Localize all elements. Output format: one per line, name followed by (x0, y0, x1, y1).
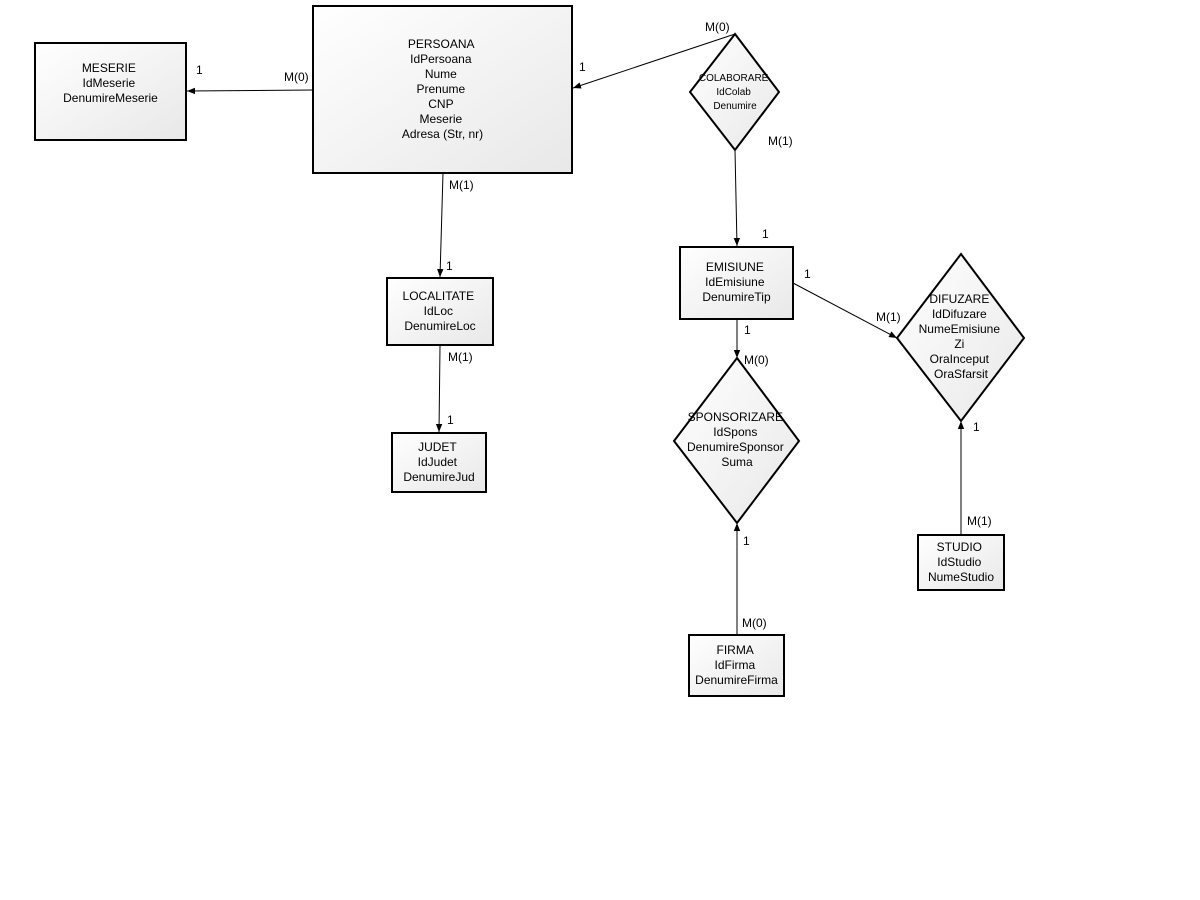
svg-text:PERSOANA IdPersoana: PERSOANA IdPersoana Nume Prenume CNP Mes… (402, 37, 483, 141)
relationship-sponsorizare[interactable]: SPONSORIZARE IdSpons DenumireSponsor Sum… (672, 356, 801, 525)
edge-colaborare-persoana (572, 33, 736, 89)
relationship-attribute: IdColab (716, 87, 751, 98)
entity-title: PERSOANA (408, 37, 475, 51)
relationship-title: COLABORARE (699, 73, 769, 84)
cardinality-label: M(1) (876, 310, 901, 324)
relationship-attribute: OraInceput (930, 352, 990, 366)
relationship-attribute: NumeEmisiune (919, 322, 1001, 336)
relationship-colaborare[interactable]: COLABORARE IdColab Denumire (688, 32, 781, 152)
relationship-attribute: DenumireSponsor (687, 440, 784, 454)
entity-localitate[interactable]: LOCALITATE IdLoc DenumireLoc (386, 277, 494, 346)
relationship-attribute: Zi (954, 337, 964, 351)
cardinality-label: M(1) (967, 514, 992, 528)
svg-text:JUDET IdJudet Denu: JUDET IdJudet DenumireJud (403, 440, 474, 484)
entity-title: JUDET (418, 440, 457, 454)
entity-attribute: NumeStudio (928, 570, 994, 584)
relationship-attribute: Denumire (713, 101, 757, 112)
entity-judet[interactable]: JUDET IdJudet DenumireJud (391, 432, 487, 493)
entity-persoana[interactable]: PERSOANA IdPersoana Nume Prenume CNP Mes… (312, 5, 573, 174)
cardinality-label: M(0) (705, 20, 730, 34)
edge-persoana-meserie (186, 87, 314, 95)
edge-colaborare-emisiune (733, 149, 741, 247)
relationship-title: SPONSORIZARE (688, 410, 783, 424)
relationship-attribute: Suma (721, 455, 753, 469)
entity-meserie[interactable]: MESERIE IdMeserie DenumireMeserie (34, 42, 187, 141)
entity-attribute: IdLoc (424, 304, 453, 318)
cardinality-label: M(0) (742, 616, 767, 630)
entity-attribute: Adresa (Str, nr) (402, 127, 483, 141)
entity-attribute: DenumireFirma (695, 673, 778, 687)
entity-firma[interactable]: FIRMA IdFirma DenumireFirma (688, 634, 785, 697)
cardinality-label: 1 (579, 60, 586, 74)
cardinality-label: 1 (744, 323, 751, 337)
cardinality-label: M(1) (768, 134, 793, 148)
cardinality-label: 1 (196, 63, 203, 77)
svg-text:EMISIUNE IdEmisiune: EMISIUNE IdEmisiune DenumireTip (702, 260, 771, 304)
cardinality-label: 1 (973, 420, 980, 434)
svg-text:LOCALITATE IdLoc D: LOCALITATE IdLoc DenumireLoc (403, 289, 478, 333)
entity-attribute: IdMeserie (82, 76, 135, 90)
relationship-title: DIFUZARE (929, 292, 989, 306)
cardinality-label: 1 (447, 413, 454, 427)
entity-attribute: CNP (428, 97, 453, 111)
entity-attribute: Nume (425, 67, 457, 81)
cardinality-label: M(0) (744, 353, 769, 367)
edge-persoana-localitate (437, 172, 444, 278)
cardinality-label: 1 (446, 259, 453, 273)
entity-attribute: DenumireJud (403, 470, 474, 484)
entity-attribute: IdJudet (418, 455, 458, 469)
cardinality-label: M(1) (448, 350, 473, 364)
entity-attribute: DenumireLoc (404, 319, 475, 333)
cardinality-label: M(1) (449, 178, 474, 192)
entity-attribute: Meserie (419, 112, 462, 126)
edge-emisiune-difuzare (792, 282, 898, 339)
entity-attribute: IdFirma (714, 658, 755, 672)
edge-localitate-judet (435, 345, 443, 433)
entity-title: MESERIE (82, 61, 136, 75)
cardinality-label: 1 (762, 227, 769, 241)
svg-text:STUDIO IdStudio Nu: STUDIO IdStudio NumeStudio (928, 540, 994, 584)
relationship-attribute: IdDifuzare (932, 307, 987, 321)
relationship-attribute: OraSfarsit (934, 367, 989, 381)
entity-attribute: DenumireMeserie (63, 91, 158, 105)
entity-title: LOCALITATE (403, 289, 475, 303)
entity-attribute: Prenume (416, 82, 465, 96)
relationship-difuzare[interactable]: DIFUZARE IdDifuzare NumeEmisiune Zi OraI… (895, 252, 1026, 423)
cardinality-label: M(0) (284, 70, 309, 84)
svg-text:COLABORARE IdColab: COLABORARE IdColab Denumire (699, 73, 771, 112)
cardinality-label: 1 (804, 267, 811, 281)
entity-emisiune[interactable]: EMISIUNE IdEmisiune DenumireTip (679, 246, 794, 320)
svg-text:MESERIE IdMeserie: MESERIE IdMeserie DenumireMeserie (63, 61, 158, 105)
entity-attribute: IdStudio (937, 555, 981, 569)
entity-attribute: DenumireTip (702, 290, 771, 304)
entity-title: STUDIO (937, 540, 982, 554)
entity-attribute: IdPersoana (410, 52, 472, 66)
relationship-attribute: IdSpons (713, 425, 757, 439)
svg-text:DIFUZARE IdDifuzare: DIFUZARE IdDifuzare NumeEmisiune Zi OraI… (919, 292, 1004, 381)
entity-attribute: IdEmisiune (705, 275, 765, 289)
entity-studio[interactable]: STUDIO IdStudio NumeStudio (917, 534, 1005, 591)
entity-title: FIRMA (716, 643, 753, 657)
svg-text:FIRMA IdFirma Denu: FIRMA IdFirma DenumireFirma (695, 643, 778, 687)
cardinality-label: 1 (743, 534, 750, 548)
entity-title: EMISIUNE (706, 260, 764, 274)
svg-text:SPONSORIZARE IdSpons: SPONSORIZARE IdSpons DenumireSponsor Sum… (687, 410, 787, 469)
